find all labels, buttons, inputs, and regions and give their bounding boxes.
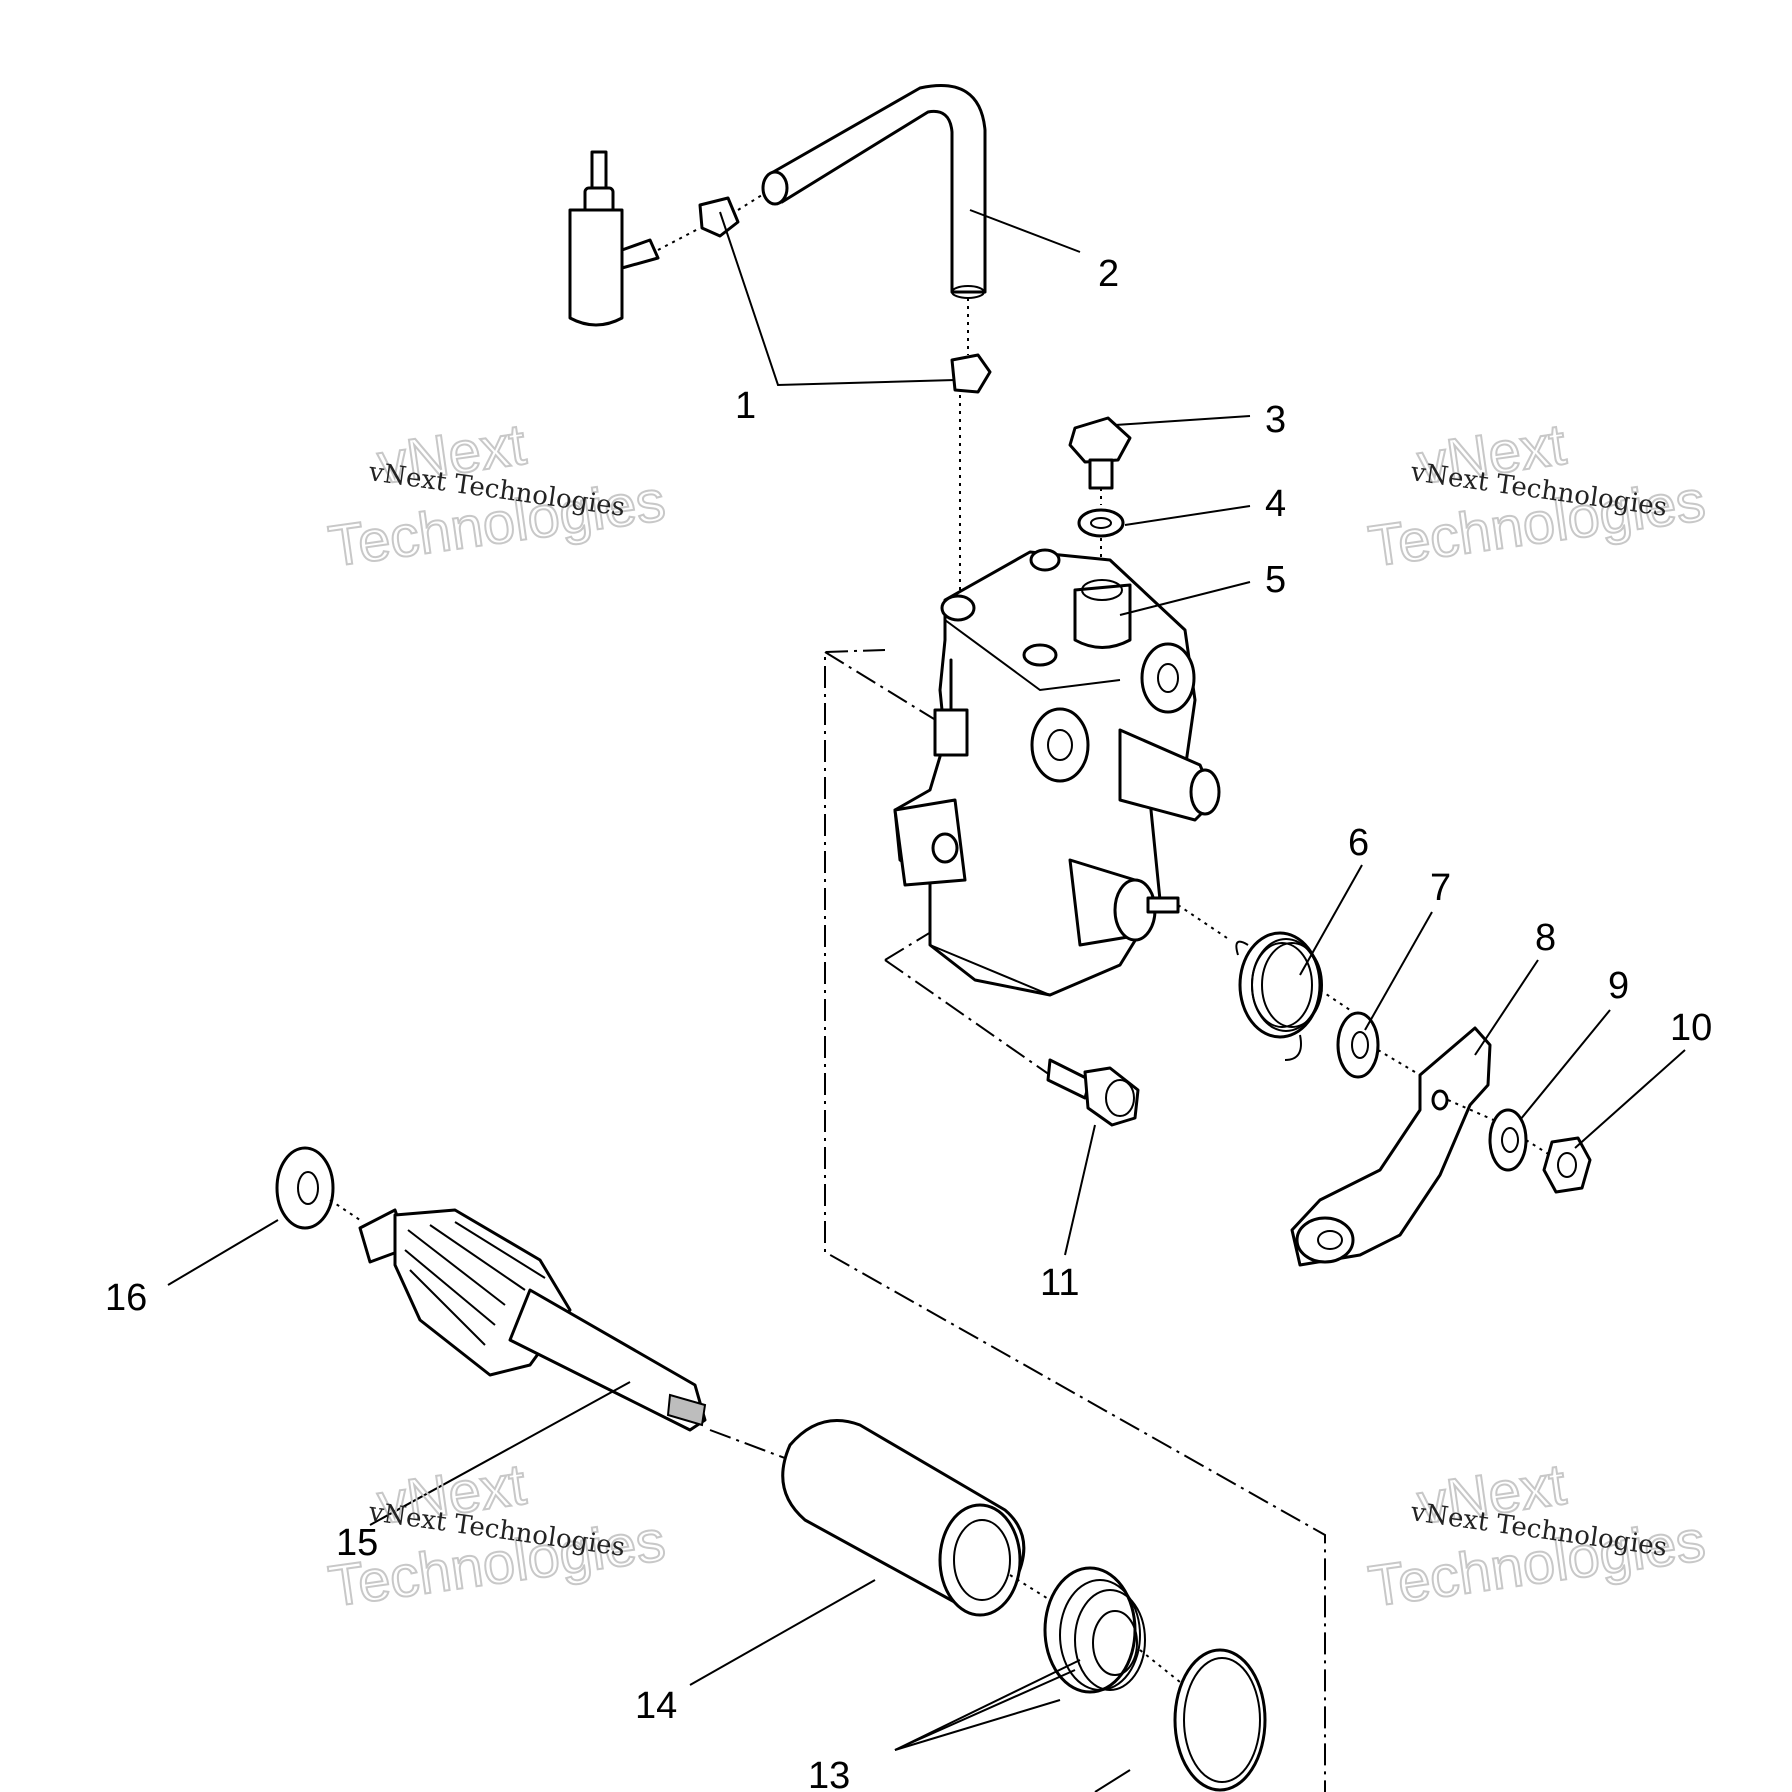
tank-fitting xyxy=(568,150,701,327)
leader-lines xyxy=(167,209,1686,1792)
pump-sleeve xyxy=(781,1419,1051,1617)
drive-gear-shaft xyxy=(358,1208,791,1461)
lower-clamp xyxy=(950,298,992,590)
thrust-washer xyxy=(275,1146,361,1230)
callout-13: 13 xyxy=(808,1755,850,1792)
washer xyxy=(1336,1011,1421,1079)
callout-11: 11 xyxy=(1040,1262,1079,1304)
snap-ring xyxy=(1173,1648,1267,1792)
callout-labels: 1 2 3 4 5 6 7 8 9 10 11 13 14 15 16 xyxy=(105,253,1712,1792)
callout-4: 4 xyxy=(1265,483,1286,525)
hex-nut xyxy=(1542,1136,1592,1194)
callout-3: 3 xyxy=(1265,399,1286,441)
bleed-screw xyxy=(1068,416,1132,505)
oil-line-hose xyxy=(761,84,987,299)
mounting-bolt xyxy=(1046,1058,1140,1127)
callout-1: 1 xyxy=(735,385,756,427)
callout-10: 10 xyxy=(1670,1007,1712,1049)
sealing-washer xyxy=(1077,508,1125,585)
callout-7: 7 xyxy=(1430,867,1451,909)
control-lever xyxy=(1290,1026,1506,1267)
callout-8: 8 xyxy=(1535,917,1556,959)
callout-9: 9 xyxy=(1608,965,1629,1007)
callout-16: 16 xyxy=(105,1277,147,1319)
upper-clamp xyxy=(698,189,771,238)
callout-6: 6 xyxy=(1348,822,1369,864)
callout-14: 14 xyxy=(635,1685,677,1727)
seal-set xyxy=(1043,1566,1191,1694)
callout-5: 5 xyxy=(1265,559,1286,601)
oil-pump-body xyxy=(893,548,1231,997)
return-spring xyxy=(1235,931,1351,1061)
callout-2: 2 xyxy=(1098,253,1119,295)
lock-washer xyxy=(1488,1108,1551,1172)
callout-15: 15 xyxy=(336,1522,378,1564)
